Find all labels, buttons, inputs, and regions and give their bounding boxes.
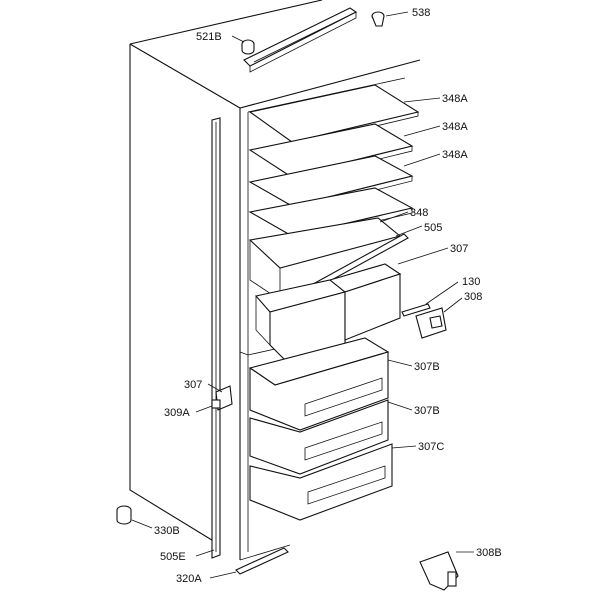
label-505: 505: [424, 222, 442, 234]
label-320a: 320A: [176, 573, 202, 585]
label-130: 130: [462, 276, 480, 288]
label-348a-3: 348A: [442, 149, 468, 161]
label-348a-2: 348A: [442, 121, 468, 133]
foot-330b: [116, 505, 132, 525]
freezer-drawer-307b-2: [249, 399, 389, 475]
label-307-top: 307: [450, 243, 468, 255]
label-307-left: 307: [184, 379, 202, 391]
label-307b-2: 307B: [414, 405, 440, 417]
hinge-308b: [419, 551, 459, 591]
bottom-hinge-320a: [235, 547, 289, 575]
label-307b-1: 307B: [414, 361, 440, 373]
label-308: 308: [464, 291, 482, 303]
label-309a: 309A: [164, 407, 190, 419]
freezer-drawer-307c: [249, 443, 393, 521]
door-seal-505e: [211, 117, 221, 559]
crisper-drawer-right: [328, 263, 402, 341]
screw-538: [371, 11, 385, 27]
hinge-pin-521b: [241, 39, 255, 55]
label-521b: 521B: [196, 31, 222, 43]
leader-lines: [131, 11, 474, 579]
freezer-drawer-307b-1: [248, 337, 390, 431]
plug-130: [401, 303, 431, 317]
hinge-308: [415, 307, 447, 339]
label-348: 348: [410, 207, 428, 219]
label-505e: 505E: [160, 551, 186, 563]
hinge-bracket-309a: [211, 385, 233, 411]
label-330b: 330B: [154, 525, 180, 537]
label-307c: 307C: [418, 441, 444, 453]
label-348a-1: 348A: [442, 93, 468, 105]
top-cover-strip: [243, 7, 358, 73]
label-538: 538: [412, 7, 430, 19]
label-308b: 308B: [476, 547, 502, 559]
